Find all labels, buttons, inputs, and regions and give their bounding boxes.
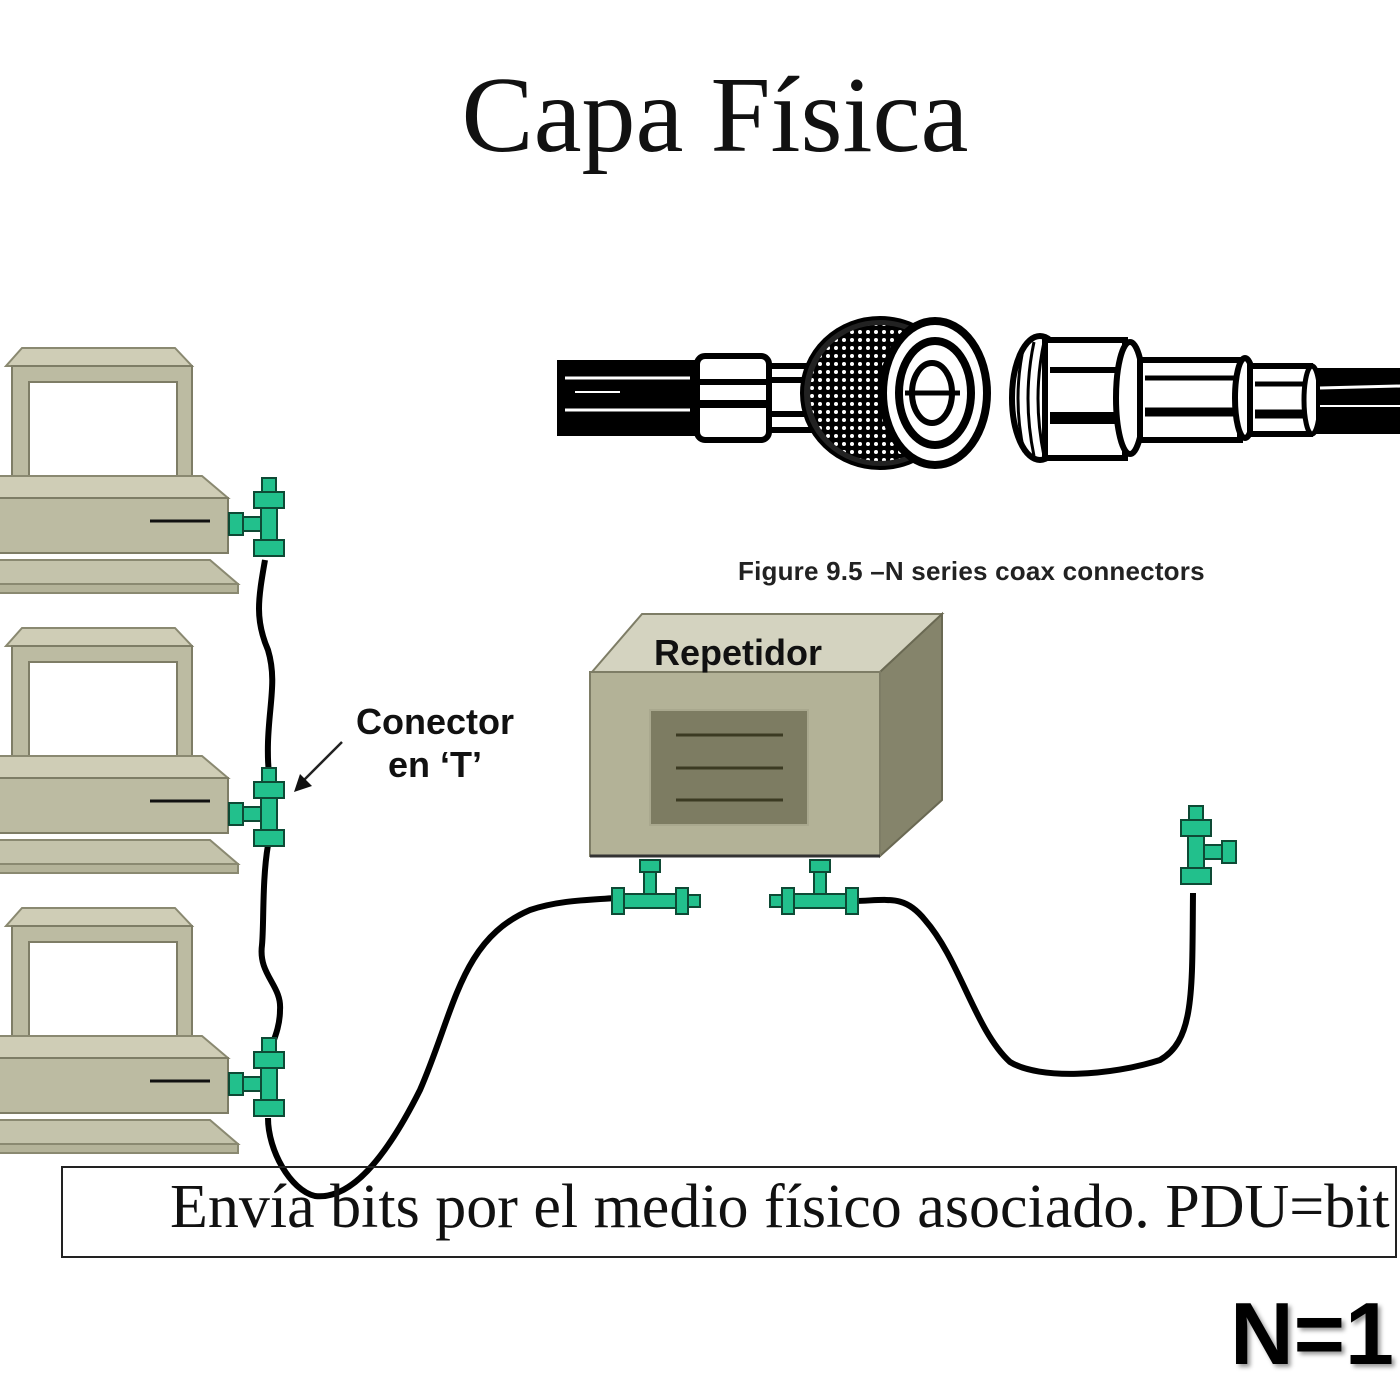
t-connector-computer-3	[228, 1037, 285, 1117]
t-connector-repeater-right	[769, 859, 859, 915]
cable-segment-3-repeater	[265, 895, 616, 1200]
t-connector-computer-1	[228, 477, 285, 557]
layer-number-badge: N=1	[1230, 1284, 1394, 1383]
coax-connector-illustration	[557, 316, 1400, 470]
cable-segment-2-3	[258, 844, 284, 1053]
male-n-plug	[557, 316, 991, 470]
repeater-label: Repetidor	[654, 632, 823, 673]
cable-segment-1-2	[256, 559, 276, 786]
computer-1	[0, 346, 240, 595]
repeater	[589, 611, 945, 859]
slide-title: Capa Física	[461, 56, 969, 175]
t-connector-label-line2: en ‘T’	[387, 744, 482, 786]
coax-cables	[256, 559, 1196, 1200]
computer-2	[0, 626, 240, 875]
computer-3	[0, 906, 240, 1155]
t-connector-computer-2	[228, 767, 285, 847]
t-connector-label-line1: Conector	[355, 701, 514, 742]
female-n-jack	[1009, 333, 1400, 463]
note-text: Envía bits por el medio físico asociado.…	[170, 1173, 1390, 1241]
note-box	[61, 1166, 1397, 1258]
callout-arrow	[294, 741, 343, 792]
t-connector-label: Conector en ‘T’	[340, 700, 530, 786]
cable-segment-repeater-terminator	[855, 892, 1196, 1077]
figure-caption: Figure 9.5 –N series coax connectors	[738, 556, 1205, 586]
t-connector-terminator	[1180, 805, 1237, 885]
t-connector-repeater-left	[611, 859, 701, 915]
